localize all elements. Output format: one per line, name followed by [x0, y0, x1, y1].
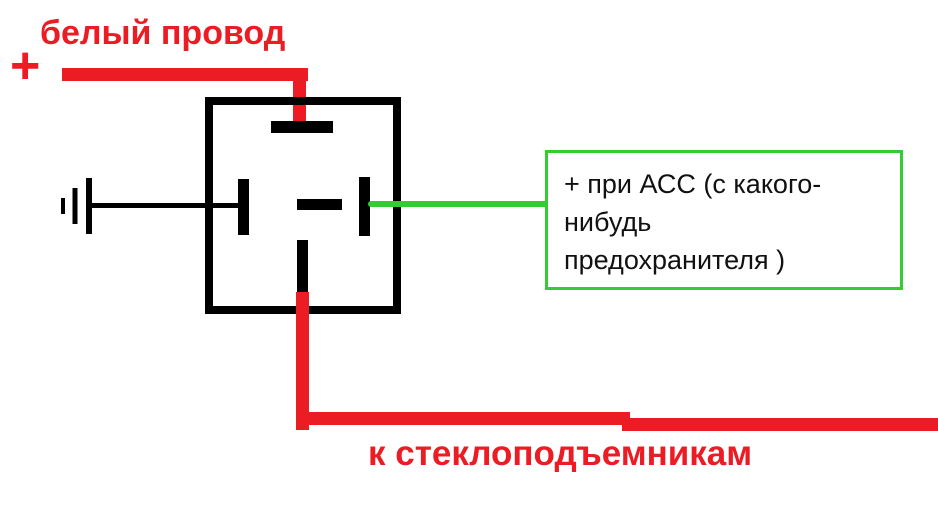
to-windows-label: к стеклоподъемникам: [368, 434, 753, 473]
acc-note-box: + при АСС (с какого- нибудь предохраните…: [545, 150, 903, 290]
white-wire-label: белый провод: [40, 14, 286, 52]
relay-pin-top: [271, 121, 333, 133]
red-wire-bottom-horizontal-1: [296, 412, 630, 425]
red-wire-top-horizontal: [62, 68, 308, 81]
plus-sign: +: [10, 37, 41, 95]
red-wire-bottom-horizontal-2: [622, 418, 938, 431]
acc-note-line-2: нибудь: [564, 207, 652, 237]
black-wire-ground: [88, 203, 240, 208]
relay-pin-bottom: [297, 240, 308, 292]
relay-pin-right: [359, 177, 370, 236]
acc-note-line-1: + при АСС (с какого-: [564, 169, 822, 199]
red-wire-bottom-vertical: [296, 292, 309, 430]
relay-contact-bar: [297, 199, 342, 210]
relay-pin-left: [238, 179, 249, 235]
green-wire-acc: [368, 201, 548, 207]
acc-note-line-3: предохранителя ): [564, 245, 786, 275]
